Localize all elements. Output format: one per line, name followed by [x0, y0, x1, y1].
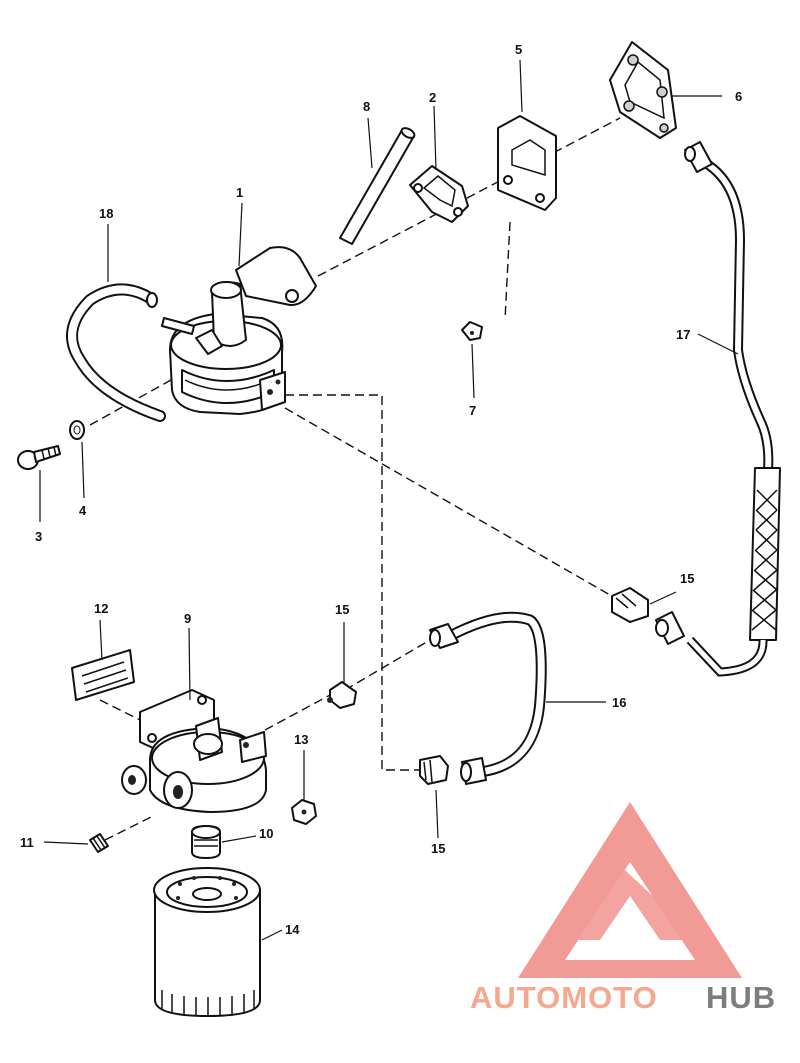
leader-lines	[39, 59, 739, 941]
part-1-fuel-pump	[169, 246, 317, 415]
assembly-lines	[89, 117, 621, 841]
part-9-filter-head	[121, 689, 267, 813]
part-2-gasket	[409, 165, 469, 223]
part-12-decal	[71, 649, 135, 701]
callout-9: 9	[184, 611, 191, 626]
part-17-fuel-line	[655, 141, 781, 677]
callout-16: 16	[612, 695, 626, 710]
part-14-oil-filter	[153, 867, 261, 1017]
part-15-fitting-lower	[419, 755, 449, 785]
leader-9	[188, 627, 191, 701]
callout-3: 3	[35, 529, 42, 544]
callout-11: 11	[20, 835, 34, 850]
part-8-vent-tube	[339, 127, 416, 245]
callout-4: 4	[79, 503, 87, 518]
callout-8: 8	[363, 99, 370, 114]
part-11-plug	[89, 833, 109, 853]
callout-15-right: 15	[680, 571, 694, 586]
watermark-logo	[518, 802, 742, 978]
part-10-adapter	[191, 825, 221, 859]
callout-17: 17	[676, 327, 690, 342]
callout-12: 12	[94, 601, 108, 616]
part-16-fuel-line	[429, 611, 547, 785]
callout-15-middle: 15	[335, 602, 349, 617]
callout-6: 6	[735, 89, 742, 104]
leader-1	[238, 202, 243, 267]
callout-15-lower: 15	[431, 841, 445, 856]
callout-5: 5	[515, 42, 522, 57]
part-13-nut	[291, 799, 317, 825]
part-18-hose	[66, 283, 195, 422]
callout-numbers: 1 2 3 4 5 6 7 8 9 10 11 12 13 14 15 15 1…	[20, 42, 742, 937]
callout-13: 13	[294, 732, 308, 747]
watermark-text-primary: AUTOMOTO	[470, 980, 658, 1015]
callout-18: 18	[99, 206, 113, 221]
callout-14: 14	[285, 922, 300, 937]
callout-7: 7	[469, 403, 476, 418]
part-15-fitting-right	[611, 587, 649, 623]
callout-1: 1	[236, 185, 243, 200]
part-15-fitting-middle	[327, 681, 357, 709]
callout-2: 2	[429, 90, 436, 105]
part-3-bolt	[17, 445, 61, 470]
part-6-gasket	[609, 41, 677, 139]
part-4-washer	[69, 420, 85, 440]
part-7-screw	[461, 321, 483, 341]
part-5-plate	[497, 115, 557, 211]
watermark-text-secondary: HUB	[706, 980, 776, 1015]
callout-10: 10	[259, 826, 273, 841]
